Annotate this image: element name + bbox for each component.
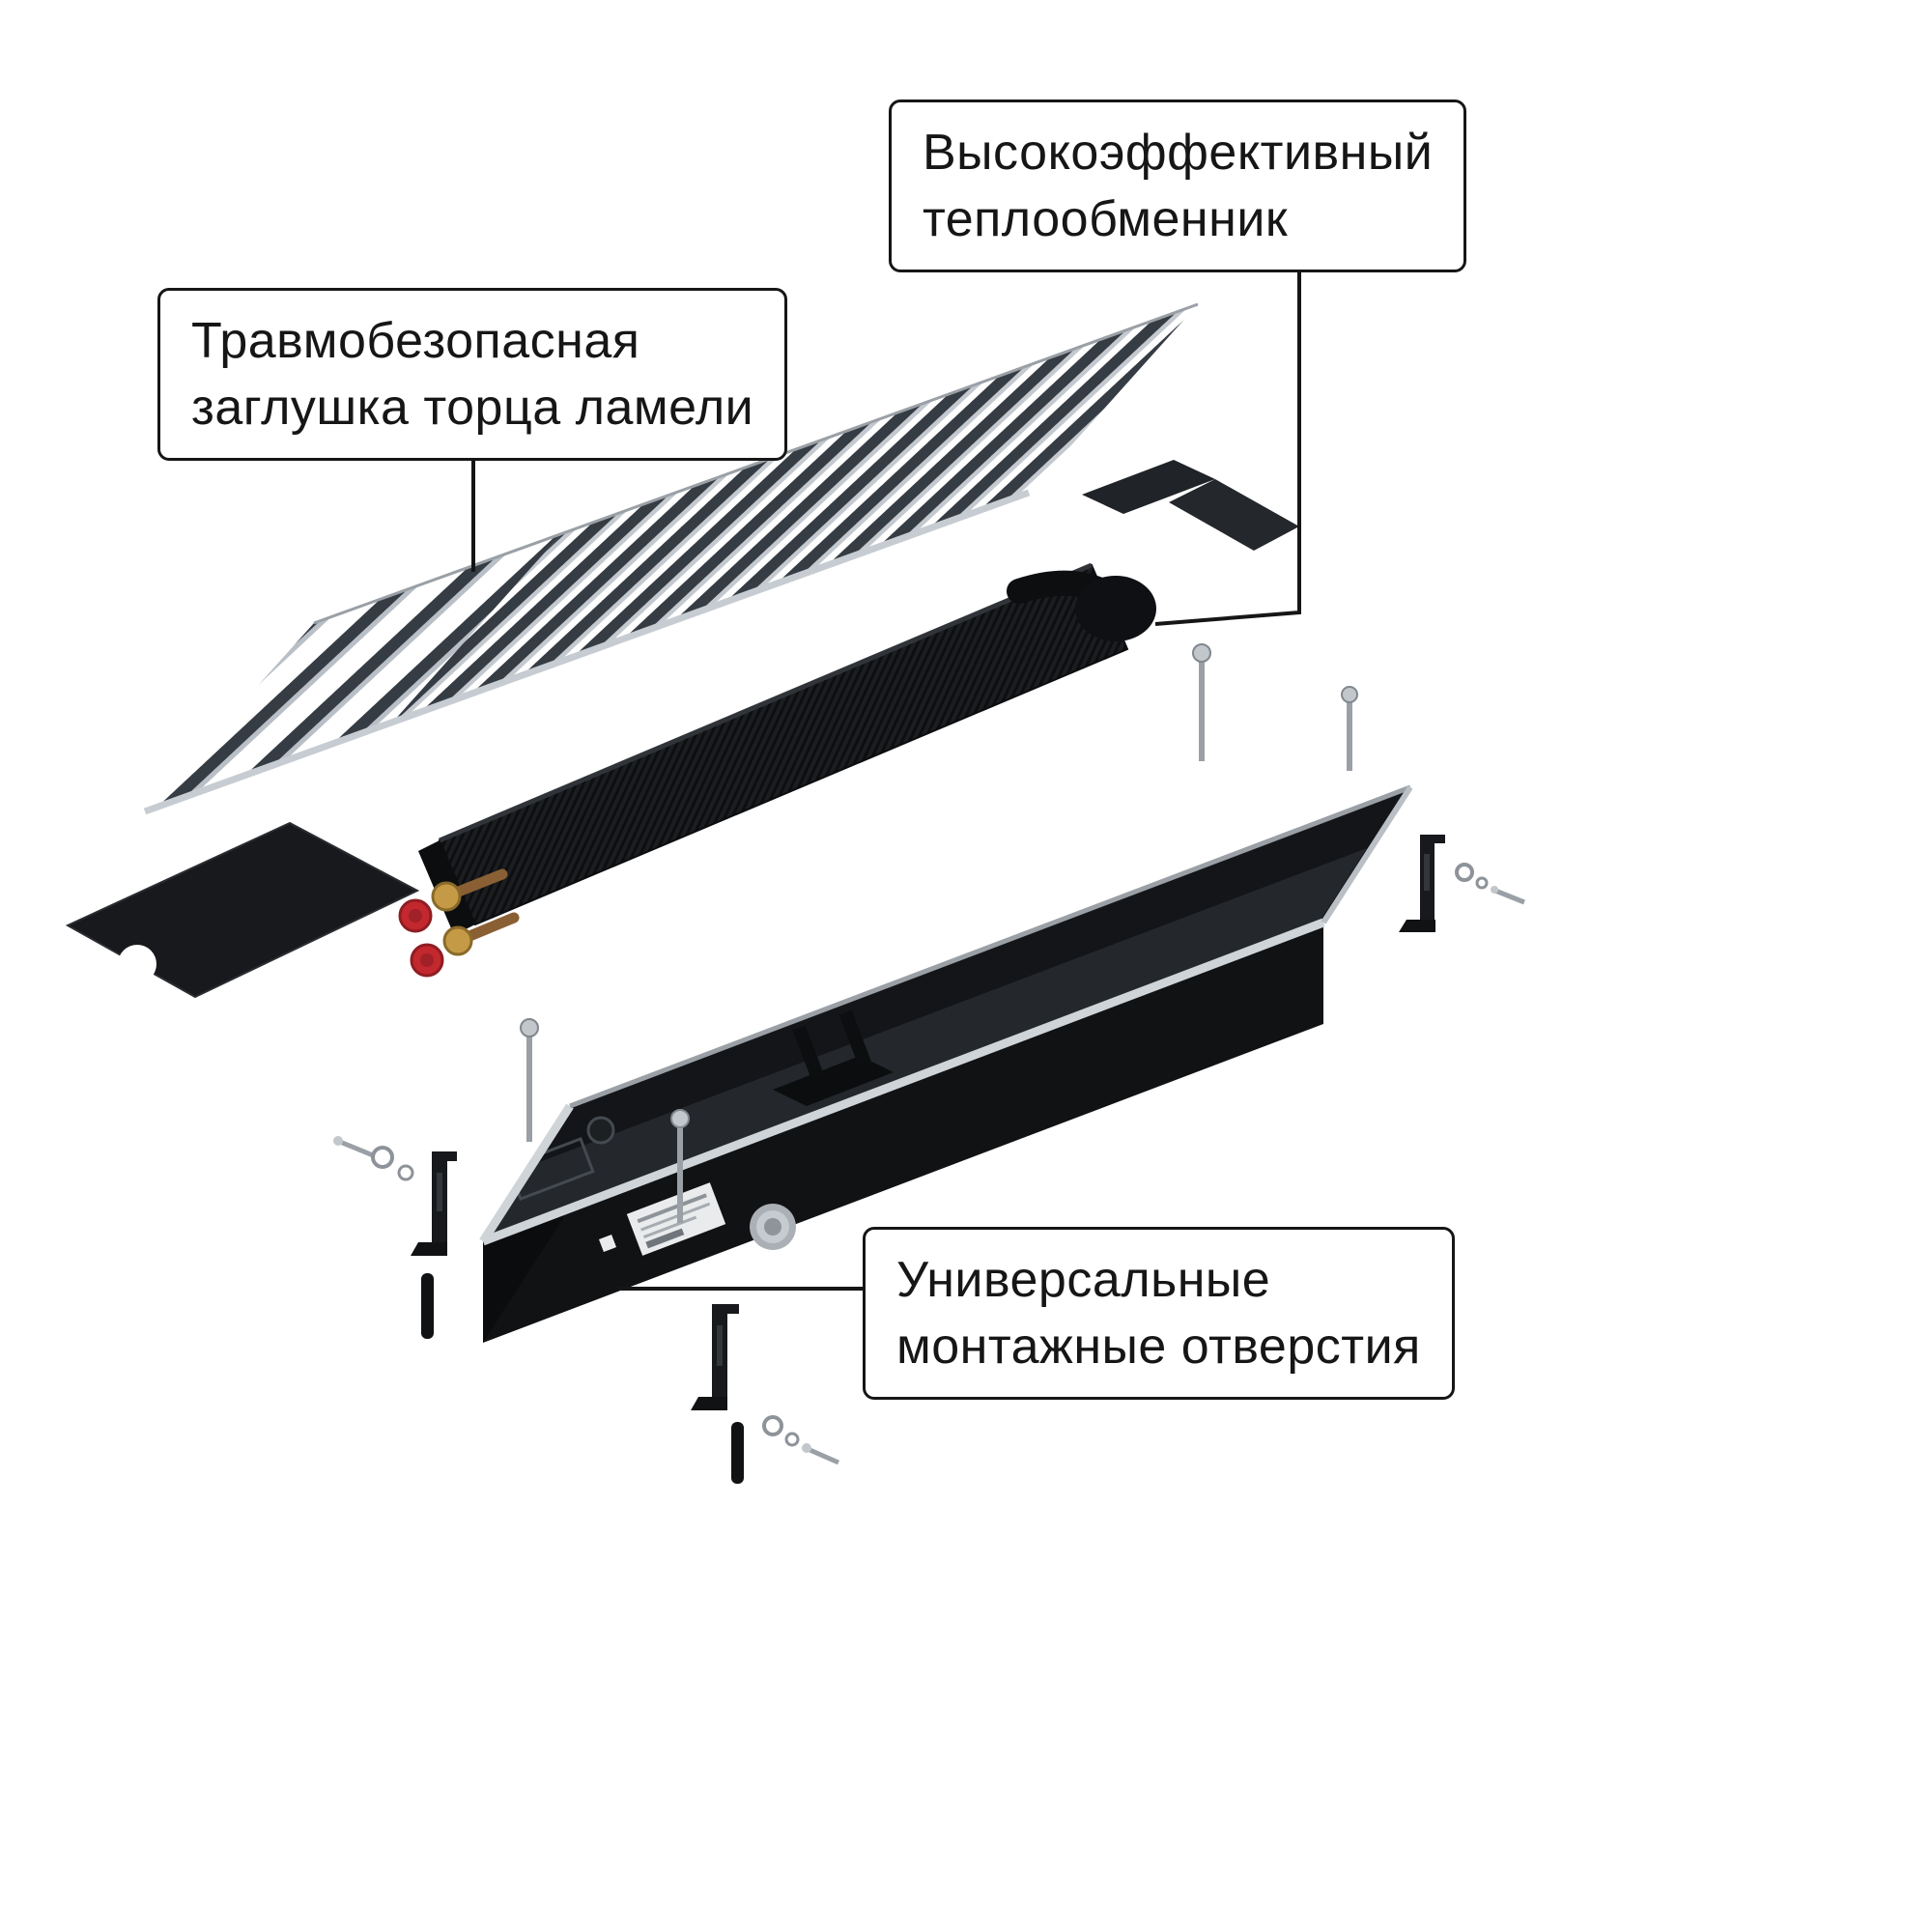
mounting-hardware-left	[333, 1136, 457, 1339]
dowel	[731, 1422, 744, 1484]
sticker-line-3	[642, 1215, 697, 1239]
sticker-barcode	[645, 1228, 685, 1249]
hook-plate-1	[1082, 460, 1215, 514]
grommet	[750, 1204, 796, 1250]
red-cap-center	[420, 953, 434, 967]
casing-divider-bracket	[773, 1009, 894, 1106]
screw	[670, 1109, 690, 1223]
bracket-flange	[1420, 835, 1445, 843]
end-cap-plate	[65, 821, 420, 999]
small-screw	[1494, 888, 1525, 905]
washer	[397, 1164, 414, 1181]
rim-far-edge	[569, 784, 1411, 1109]
screws	[520, 643, 1358, 1223]
roll-up-grille	[143, 302, 1199, 815]
bracket-foot	[691, 1397, 727, 1410]
casing-near-wall	[483, 923, 1323, 1343]
rim-right-edge	[1321, 785, 1413, 924]
small-screw	[806, 1446, 840, 1465]
mounting-bracket	[411, 1151, 457, 1256]
small-screw-head	[333, 1136, 343, 1146]
label-sticker	[626, 1182, 726, 1256]
bracket-foot	[411, 1242, 447, 1256]
leader-line-heat-exchanger	[1154, 259, 1301, 626]
callout-text-line: Травмобезопасная	[191, 313, 640, 369]
washer	[784, 1432, 800, 1447]
grommet-center	[764, 1218, 781, 1236]
grille-fanned-section	[145, 534, 561, 811]
washer	[371, 1146, 394, 1169]
divider-tab-2	[838, 1009, 871, 1066]
bracket-flange	[432, 1151, 457, 1161]
rim-left-edge	[479, 1103, 574, 1244]
mounting-bracket	[691, 1304, 739, 1410]
sticker-line-1	[637, 1193, 707, 1224]
sticker-line-2	[640, 1202, 711, 1232]
screw	[1341, 686, 1358, 771]
grille-lamella-end-caps	[143, 489, 1031, 815]
small-screw-head	[1491, 886, 1498, 894]
callout-lamella-end-cap: Травмобезопасная заглушка торца ламели	[157, 288, 788, 462]
small-screw	[339, 1139, 374, 1158]
grille-far-edge	[313, 302, 1199, 625]
red-cap-center	[409, 909, 422, 923]
callout-text-line: теплообменник	[923, 190, 1289, 247]
bracket-flange	[712, 1304, 739, 1314]
screw-head	[1341, 686, 1358, 703]
exchanger-right-tip	[1075, 576, 1156, 641]
bracket-slot	[1424, 854, 1430, 891]
mounting-hardware-right	[1399, 835, 1525, 932]
bracket-foot	[1399, 920, 1435, 932]
callout-mounting-holes: Универсальные монтажные отверстия	[863, 1227, 1455, 1401]
casing-far-inner-wall	[526, 787, 1410, 1167]
brass-nut	[431, 881, 462, 912]
casing-rim	[479, 784, 1413, 1246]
end-cap-notch	[118, 945, 156, 983]
pipe-fitting-lower	[410, 912, 520, 978]
bracket-slot	[437, 1173, 442, 1211]
screw	[520, 1018, 539, 1142]
brass-nut	[442, 925, 473, 956]
small-screw-head	[802, 1443, 811, 1453]
pipe-fitting-upper	[398, 868, 508, 933]
screw-head	[1192, 643, 1211, 663]
grille-dense-section	[392, 304, 1198, 723]
washer	[762, 1415, 783, 1436]
callout-text-line: Универсальные	[896, 1252, 1271, 1308]
callout-heat-exchanger: Высокоэффективный теплообменник	[889, 99, 1467, 273]
callout-text-line: монтажные отверстия	[896, 1318, 1421, 1375]
screw-head	[520, 1018, 539, 1037]
grille-end-hook	[1082, 460, 1299, 551]
casing-floor-hole	[586, 1116, 615, 1145]
washer	[1475, 876, 1489, 890]
exchanger-top-edge	[439, 562, 1093, 843]
small-mark-sticker	[598, 1234, 617, 1253]
screw-head	[670, 1109, 690, 1128]
hook-plate-2	[1169, 479, 1299, 551]
callout-text-line: заглушка торца ламели	[191, 379, 754, 436]
heat-exchanger	[398, 562, 1156, 978]
divider-foot	[773, 1056, 894, 1106]
dowel	[421, 1273, 434, 1339]
washer	[1455, 863, 1474, 882]
screw	[1192, 643, 1211, 761]
mounting-bracket	[1399, 835, 1445, 932]
bracket-slot	[717, 1325, 723, 1366]
sticker-body	[626, 1182, 726, 1256]
trench-casing	[479, 784, 1413, 1343]
callout-text-line: Высокоэффективный	[923, 125, 1434, 181]
mounting-hardware-bottom	[691, 1304, 840, 1484]
rim-near-edge	[481, 918, 1325, 1246]
divider-tab-1	[792, 1025, 825, 1082]
